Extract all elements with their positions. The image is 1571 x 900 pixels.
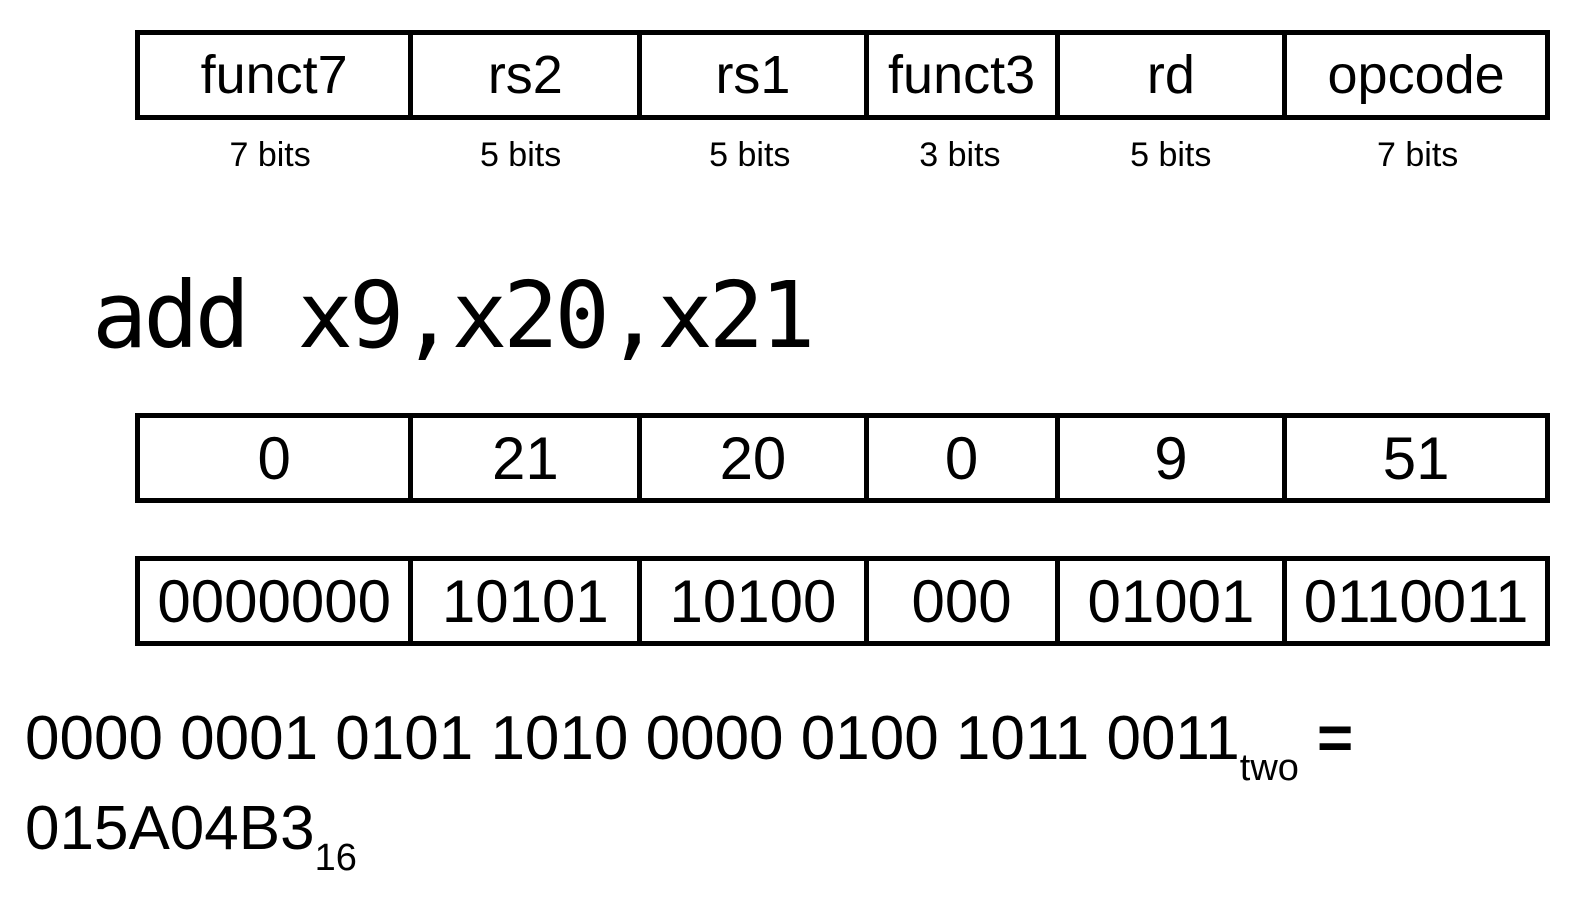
field-label: rs2 xyxy=(487,45,563,105)
decimal-cell-funct3: 0 xyxy=(863,418,1055,498)
bit-width-label-opcode: 7 bits xyxy=(1377,136,1459,174)
binary-cell-funct7: 0000000 xyxy=(140,561,408,641)
binary-values-row: 0000000 10101 10100 000 01001 0110011 xyxy=(135,556,1550,646)
field-label: opcode xyxy=(1327,45,1505,105)
field-cell-funct3: funct3 xyxy=(863,35,1055,115)
binary-value: 000 xyxy=(911,567,1012,635)
equals-sign: = xyxy=(1316,704,1354,773)
binary-string: 0000 0001 0101 1010 0000 0100 1011 0011 xyxy=(25,704,1240,773)
decimal-cell-rd: 9 xyxy=(1054,418,1283,498)
binary-base-subscript: two xyxy=(1239,747,1299,790)
binary-cell-opcode: 0110011 xyxy=(1282,561,1545,641)
decimal-value: 20 xyxy=(719,424,787,492)
bit-width-label-rd: 5 bits xyxy=(1130,136,1212,174)
binary-equation-line: 0000 0001 0101 1010 0000 0100 1011 0011t… xyxy=(25,703,1354,787)
bit-width-label-rs1: 5 bits xyxy=(709,136,791,174)
decimal-value: 21 xyxy=(491,424,559,492)
field-label: funct3 xyxy=(888,45,1036,105)
field-label: funct7 xyxy=(200,45,348,105)
field-cell-rd: rd xyxy=(1054,35,1283,115)
decimal-value: 9 xyxy=(1154,424,1188,492)
decimal-values-row: 0 21 20 0 9 51 xyxy=(135,413,1550,503)
decimal-value: 51 xyxy=(1382,424,1450,492)
binary-value: 01001 xyxy=(1087,567,1255,635)
binary-value: 10100 xyxy=(669,567,837,635)
field-cell-opcode: opcode xyxy=(1282,35,1545,115)
hex-result-line: 015A04B316 xyxy=(25,793,357,877)
bit-widths-row: 7 bits 5 bits 5 bits 3 bits 5 bits 7 bit… xyxy=(135,136,1550,175)
decimal-value: 0 xyxy=(257,424,291,492)
field-label: rs1 xyxy=(715,45,791,105)
binary-value: 0110011 xyxy=(1303,567,1529,635)
hex-base-subscript: 16 xyxy=(314,837,357,880)
hex-string: 015A04B3 xyxy=(25,794,315,863)
decimal-cell-rs1: 20 xyxy=(637,418,863,498)
field-label: rd xyxy=(1146,45,1195,105)
decimal-cell-funct7: 0 xyxy=(140,418,408,498)
field-cell-rs1: rs1 xyxy=(637,35,863,115)
decimal-cell-opcode: 51 xyxy=(1282,418,1545,498)
bit-width-label-funct3: 3 bits xyxy=(919,136,1001,174)
binary-value: 0000000 xyxy=(157,567,391,635)
binary-cell-rs2: 10101 xyxy=(408,561,637,641)
bit-width-label-rs2: 5 bits xyxy=(479,136,562,174)
binary-cell-funct3: 000 xyxy=(863,561,1055,641)
field-cell-funct7: funct7 xyxy=(140,35,408,115)
decimal-cell-rs2: 21 xyxy=(408,418,637,498)
bit-width-label-funct7: 7 bits xyxy=(229,136,311,174)
assembly-instruction: add x9,x20,x21 xyxy=(92,262,815,369)
binary-cell-rd: 01001 xyxy=(1054,561,1283,641)
binary-value: 10101 xyxy=(441,567,609,635)
field-names-row: funct7 rs2 rs1 funct3 rd opcode xyxy=(135,30,1550,120)
field-cell-rs2: rs2 xyxy=(408,35,637,115)
decimal-value: 0 xyxy=(944,424,979,492)
binary-cell-rs1: 10100 xyxy=(637,561,863,641)
